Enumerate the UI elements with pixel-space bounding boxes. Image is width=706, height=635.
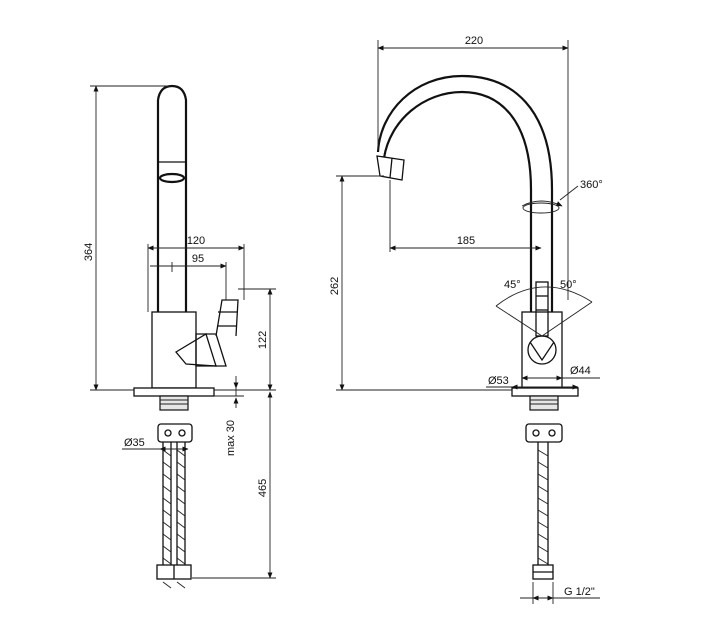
dim-max-30: max 30	[214, 376, 244, 456]
dim-120-label: 120	[187, 235, 205, 247]
side-handle-lever	[215, 299, 239, 337]
front-spout-outer	[382, 90, 533, 312]
dim-185: 185	[389, 180, 542, 252]
dim-220-label: 220	[465, 35, 483, 47]
dim-262-label: 262	[329, 277, 341, 295]
front-shank	[529, 395, 559, 411]
angle-left-label: 45°	[504, 279, 521, 291]
dim-220: 220	[377, 35, 569, 300]
dim-95-label: 95	[192, 253, 204, 265]
dim-swivel: 360°	[559, 179, 603, 201]
dim-connection: G 1/2"	[520, 582, 600, 604]
dim-dia-44: Ø44	[521, 365, 600, 381]
dim-122: 122	[214, 288, 276, 391]
dim-dia-53-label: Ø53	[488, 375, 509, 387]
dim-465-label: 465	[257, 479, 269, 497]
dim-95: 95	[150, 253, 227, 300]
dim-dia-53: Ø53	[486, 375, 579, 390]
front-hose	[532, 442, 554, 580]
front-swivel-arrow	[521, 200, 563, 207]
dim-dia-35: Ø35	[122, 437, 189, 452]
dim-connection-label: G 1/2"	[564, 586, 595, 598]
front-base-plate	[511, 387, 579, 397]
dim-120: 120	[147, 235, 245, 312]
side-body	[151, 311, 197, 389]
front-nut	[525, 423, 563, 443]
dim-185-label: 185	[457, 235, 475, 247]
dim-122-label: 122	[257, 331, 269, 349]
side-view: 364 120 95 122 max 30	[83, 84, 276, 589]
front-body	[521, 311, 563, 389]
side-hoses	[156, 442, 192, 589]
dim-364: 364	[83, 85, 170, 391]
side-aerator	[158, 172, 186, 184]
dim-dia-44-label: Ø44	[570, 365, 591, 377]
side-handle-base	[195, 333, 227, 367]
front-spout-inner	[376, 74, 554, 312]
dim-swivel-label: 360°	[580, 179, 603, 191]
dim-262: 262	[329, 175, 512, 391]
front-view: 45° 50° 220 360°	[329, 35, 603, 604]
dim-max-30-label: max 30	[225, 420, 237, 456]
side-tube	[156, 84, 188, 312]
side-base-plate	[133, 387, 215, 397]
side-shank	[159, 395, 189, 411]
dim-364-label: 364	[83, 243, 95, 261]
side-nut	[157, 423, 193, 443]
dim-dia-35-label: Ø35	[124, 437, 145, 449]
dim-465: 465	[192, 391, 276, 579]
